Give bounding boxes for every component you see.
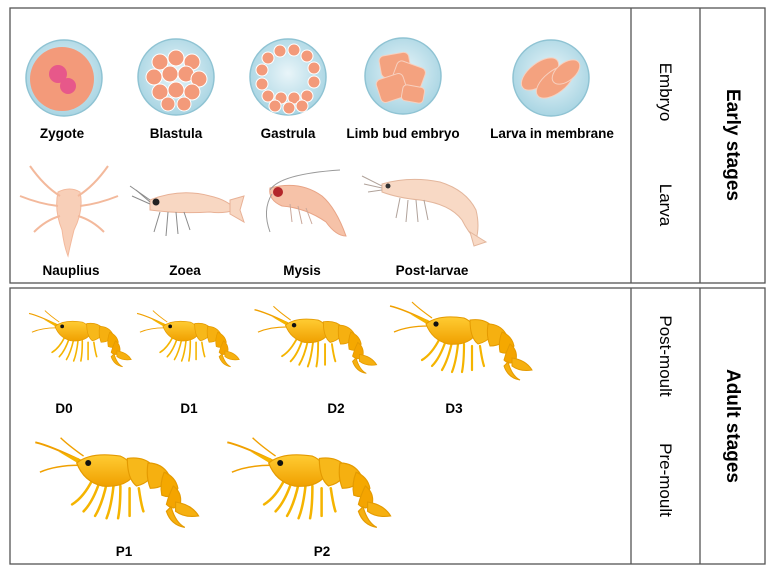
post-larvae-illustration <box>361 175 488 247</box>
mysis-illustration <box>266 169 347 237</box>
stage-label-d0: D0 <box>55 401 72 416</box>
nauplius-illustration <box>19 165 119 258</box>
gastrula-illustration <box>249 38 327 116</box>
stage-label-nauplius: Nauplius <box>42 263 99 278</box>
side-label-larva: Larva <box>656 184 675 227</box>
zygote-illustration <box>25 39 103 117</box>
stage-label-gastrula: Gastrula <box>261 126 316 141</box>
limb-bud-embryo-illustration <box>364 37 442 115</box>
shrimp-p1-illustration <box>34 436 200 529</box>
stage-label-d3: D3 <box>445 401 463 416</box>
stage-label-p1: P1 <box>116 544 133 559</box>
side-label-pre-moult: Pre-moult <box>656 443 675 517</box>
stage-label-post-larvae: Post-larvae <box>396 263 469 278</box>
shrimp-d1-illustration <box>136 309 241 368</box>
stage-label-limb-bud-embryo: Limb bud embryo <box>346 126 459 141</box>
stage-label-zygote: Zygote <box>40 126 85 141</box>
larva-in-membrane-illustration <box>512 39 590 117</box>
stage-label-p2: P2 <box>314 544 331 559</box>
stage-label-mysis: Mysis <box>283 263 321 278</box>
stage-label-d1: D1 <box>180 401 198 416</box>
shrimp-d0-illustration <box>28 309 133 368</box>
blastula-illustration <box>137 38 215 116</box>
shrimp-d3-illustration <box>388 300 534 382</box>
stage-label-larva-in-membrane: Larva in membrane <box>490 126 614 141</box>
side-label-post-moult: Post-moult <box>656 315 675 397</box>
stage-label-blastula: Blastula <box>150 126 203 141</box>
stage-label-zoea: Zoea <box>169 263 201 278</box>
zoea-illustration <box>129 185 245 237</box>
group-label-adult-stages: Adult stages <box>722 369 743 483</box>
stage-label-d2: D2 <box>327 401 344 416</box>
group-label-early-stages: Early stages <box>722 89 743 201</box>
shrimp-d2-illustration <box>253 305 378 375</box>
shrimp-p2-illustration <box>226 436 392 529</box>
frame-lines <box>9 7 766 565</box>
side-label-embryo: Embryo <box>656 63 675 122</box>
